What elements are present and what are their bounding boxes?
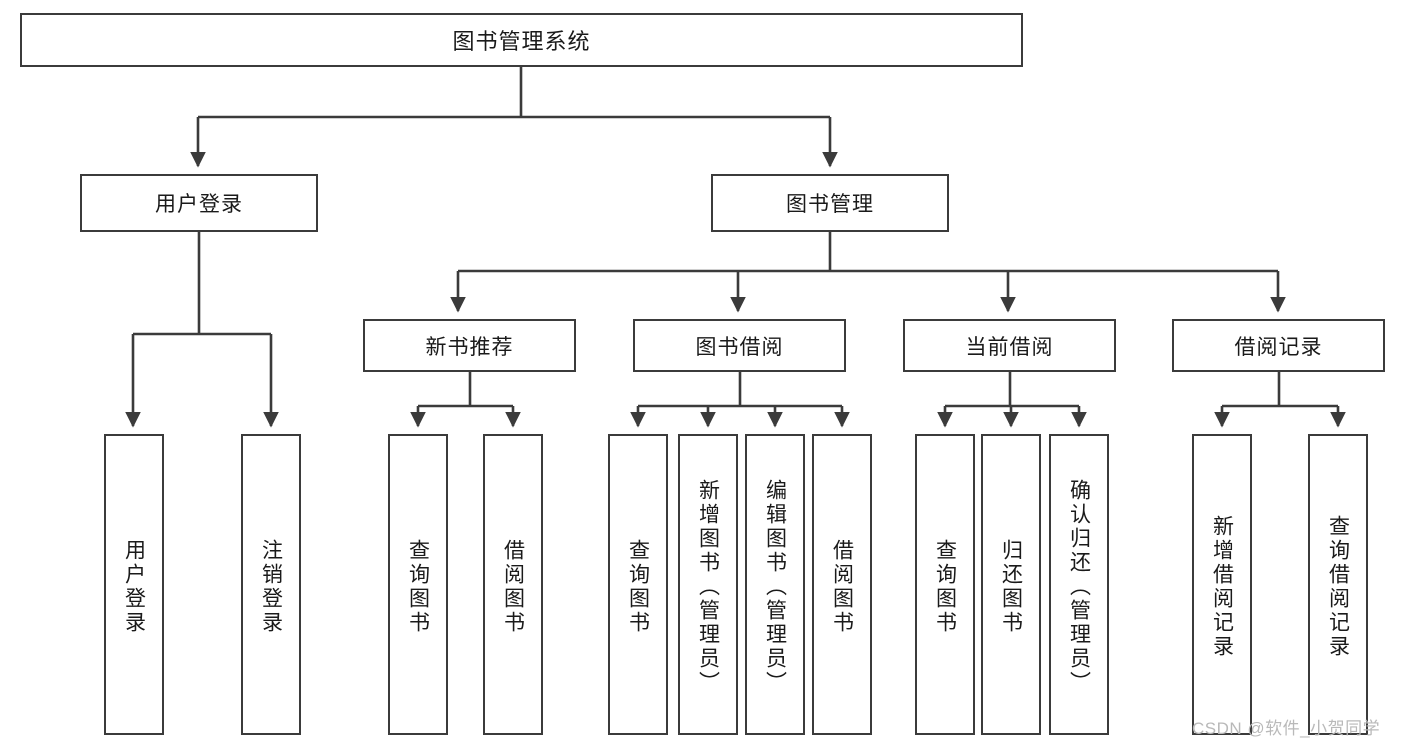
node-new-book-recommend[interactable]: 新书推荐: [363, 319, 576, 372]
leaf-query-book-3-label: 查询图书: [933, 538, 957, 635]
leaf-user-login-label: 用户登录: [122, 538, 146, 635]
node-user-login[interactable]: 用户登录: [80, 174, 318, 232]
leaf-query-book-2[interactable]: 查询图书: [608, 434, 668, 735]
leaf-confirm-return-admin-label: 确认归还（管理员）: [1067, 478, 1091, 695]
node-current-borrow[interactable]: 当前借阅: [903, 319, 1116, 372]
leaf-borrow-book-1-label: 借阅图书: [501, 538, 525, 635]
node-root-label: 图书管理系统: [452, 29, 591, 54]
leaf-borrow-book-2-label: 借阅图书: [830, 538, 854, 635]
leaf-query-borrow-record[interactable]: 查询借阅记录: [1308, 434, 1368, 735]
leaf-add-book-admin-label: 新增图书（管理员）: [696, 478, 720, 695]
node-book-manage[interactable]: 图书管理: [711, 174, 949, 232]
leaf-query-book-2-label: 查询图书: [626, 538, 650, 635]
node-root[interactable]: 图书管理系统: [20, 13, 1023, 67]
leaf-borrow-book-1[interactable]: 借阅图书: [483, 434, 543, 735]
leaf-edit-book-admin-label: 编辑图书（管理员）: [763, 478, 787, 695]
node-book-borrow[interactable]: 图书借阅: [633, 319, 846, 372]
leaf-logout-login[interactable]: 注销登录: [241, 434, 301, 735]
leaf-borrow-book-2[interactable]: 借阅图书: [812, 434, 872, 735]
leaf-edit-book-admin[interactable]: 编辑图书（管理员）: [745, 434, 805, 735]
node-book-manage-label: 图书管理: [786, 193, 874, 216]
leaf-query-book-1[interactable]: 查询图书: [388, 434, 448, 735]
csdn-watermark: CSDN @软件_小贺同学: [1192, 719, 1381, 738]
node-borrow-record[interactable]: 借阅记录: [1172, 319, 1385, 372]
leaf-logout-login-label: 注销登录: [259, 538, 283, 635]
leaf-user-login[interactable]: 用户登录: [104, 434, 164, 735]
leaf-return-book-label: 归还图书: [999, 538, 1023, 635]
leaf-confirm-return-admin[interactable]: 确认归还（管理员）: [1049, 434, 1109, 735]
node-new-book-recommend-label: 新书推荐: [425, 335, 514, 359]
leaf-add-borrow-record[interactable]: 新增借阅记录: [1192, 434, 1252, 735]
node-borrow-record-label: 借阅记录: [1234, 335, 1323, 359]
node-current-borrow-label: 当前借阅: [965, 335, 1054, 359]
leaf-query-book-3[interactable]: 查询图书: [915, 434, 975, 735]
leaf-add-book-admin[interactable]: 新增图书（管理员）: [678, 434, 738, 735]
node-user-login-label: 用户登录: [155, 193, 243, 216]
leaf-return-book[interactable]: 归还图书: [981, 434, 1041, 735]
leaf-query-borrow-record-label: 查询借阅记录: [1326, 514, 1350, 659]
leaf-add-borrow-record-label: 新增借阅记录: [1210, 514, 1234, 659]
node-book-borrow-label: 图书借阅: [695, 335, 784, 359]
leaf-query-book-1-label: 查询图书: [406, 538, 430, 635]
